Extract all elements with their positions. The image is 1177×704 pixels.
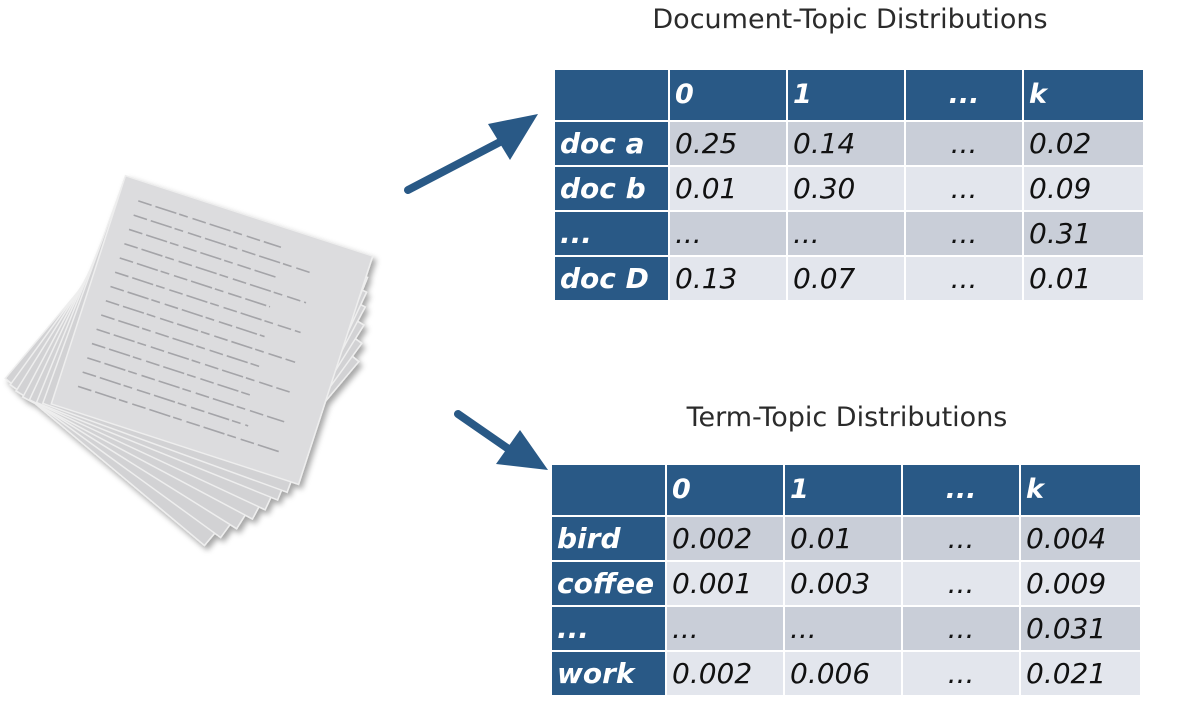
- table-cell: 0.001: [666, 561, 785, 607]
- table-row: work 0.002 0.006 ... 0.021: [552, 651, 1140, 697]
- table-cell: ...: [666, 606, 785, 652]
- table-row: doc a 0.25 0.14 ... 0.02: [555, 121, 1143, 167]
- doc-topic-table: 0 1 ... k doc a 0.25 0.14 ... 0.02 doc b…: [555, 70, 1143, 302]
- header-cell: ...: [905, 70, 1024, 122]
- table-cell: 0.006: [784, 651, 903, 697]
- term-topic-table: 0 1 ... k bird 0.002 0.01 ... 0.004 coff…: [552, 465, 1140, 697]
- table-row: ... ... ... ... 0.031: [552, 606, 1140, 652]
- text-line: [114, 271, 301, 334]
- term-topic-title: Term-Topic Distributions: [686, 402, 1008, 433]
- row-label: bird: [552, 516, 667, 562]
- table-cell: 0.30: [787, 166, 906, 212]
- table-cell: ...: [784, 606, 903, 652]
- table-cell: ...: [905, 256, 1024, 302]
- header-cell: 1: [787, 70, 906, 122]
- text-line: [119, 257, 271, 308]
- table-cell: 0.25: [669, 121, 788, 167]
- table-cell: ...: [902, 516, 1021, 562]
- text-line: [96, 328, 290, 393]
- text-line: [82, 371, 249, 427]
- text-line: [100, 314, 260, 368]
- table-cell: 0.003: [784, 561, 903, 607]
- table-cell: ...: [905, 166, 1024, 212]
- text-line: [133, 214, 312, 274]
- header-cell: [552, 465, 667, 517]
- table-cell: 0.009: [1020, 561, 1140, 607]
- header-cell: [555, 70, 670, 122]
- table-cell: 0.031: [1020, 606, 1140, 652]
- header-cell: 0: [669, 70, 788, 122]
- arrow-down-right-icon: [454, 410, 548, 470]
- table-cell: ...: [905, 121, 1024, 167]
- text-line: [128, 228, 276, 278]
- table-header-row: 0 1 ... k: [555, 70, 1143, 122]
- header-cell: k: [1023, 70, 1143, 122]
- row-label: doc a: [555, 121, 670, 167]
- table-cell: 0.004: [1020, 516, 1140, 562]
- table-cell: 0.02: [1023, 121, 1143, 167]
- table-cell: 0.07: [787, 256, 906, 302]
- header-cell: 0: [666, 465, 785, 517]
- text-line: [77, 385, 279, 453]
- table-cell: 0.13: [669, 256, 788, 302]
- table-cell: 0.021: [1020, 651, 1140, 697]
- table-cell: 0.14: [787, 121, 906, 167]
- table-row: ... ... ... ... 0.31: [555, 211, 1143, 257]
- text-line: [105, 300, 296, 364]
- text-line: [87, 357, 285, 423]
- table-cell: ...: [669, 211, 788, 257]
- document-stack-icon: [4, 174, 374, 547]
- arrow-up-right-icon: [404, 114, 538, 194]
- paper-sheet: [50, 174, 374, 486]
- table-row: doc b 0.01 0.30 ... 0.09: [555, 166, 1143, 212]
- text-line: [110, 285, 265, 338]
- table-cell: 0.01: [669, 166, 788, 212]
- table-cell: ...: [902, 561, 1021, 607]
- row-label: ...: [552, 606, 667, 652]
- table-cell: 0.002: [666, 516, 785, 562]
- table-cell: 0.01: [1023, 256, 1143, 302]
- table-cell: ...: [902, 606, 1021, 652]
- row-label: coffee: [552, 561, 667, 607]
- table-cell: ...: [905, 211, 1024, 257]
- table-cell: 0.09: [1023, 166, 1143, 212]
- table-header-row: 0 1 ... k: [552, 465, 1140, 517]
- table-row: bird 0.002 0.01 ... 0.004: [552, 516, 1140, 562]
- table-row: coffee 0.001 0.003 ... 0.009: [552, 561, 1140, 607]
- header-cell: k: [1020, 465, 1140, 517]
- row-label: work: [552, 651, 667, 697]
- table-cell: 0.31: [1023, 211, 1143, 257]
- header-cell: ...: [902, 465, 1021, 517]
- header-cell: 1: [784, 465, 903, 517]
- table-row: doc D 0.13 0.07 ... 0.01: [555, 256, 1143, 302]
- table-cell: 0.01: [784, 516, 903, 562]
- row-label: doc b: [555, 166, 670, 212]
- text-line: [91, 342, 254, 397]
- text-line: [124, 242, 307, 304]
- row-label: doc D: [555, 256, 670, 302]
- table-cell: 0.002: [666, 651, 785, 697]
- table-cell: ...: [787, 211, 906, 257]
- doc-topic-title: Document-Topic Distributions: [652, 4, 1048, 35]
- row-label: ...: [555, 211, 670, 257]
- table-cell: ...: [902, 651, 1021, 697]
